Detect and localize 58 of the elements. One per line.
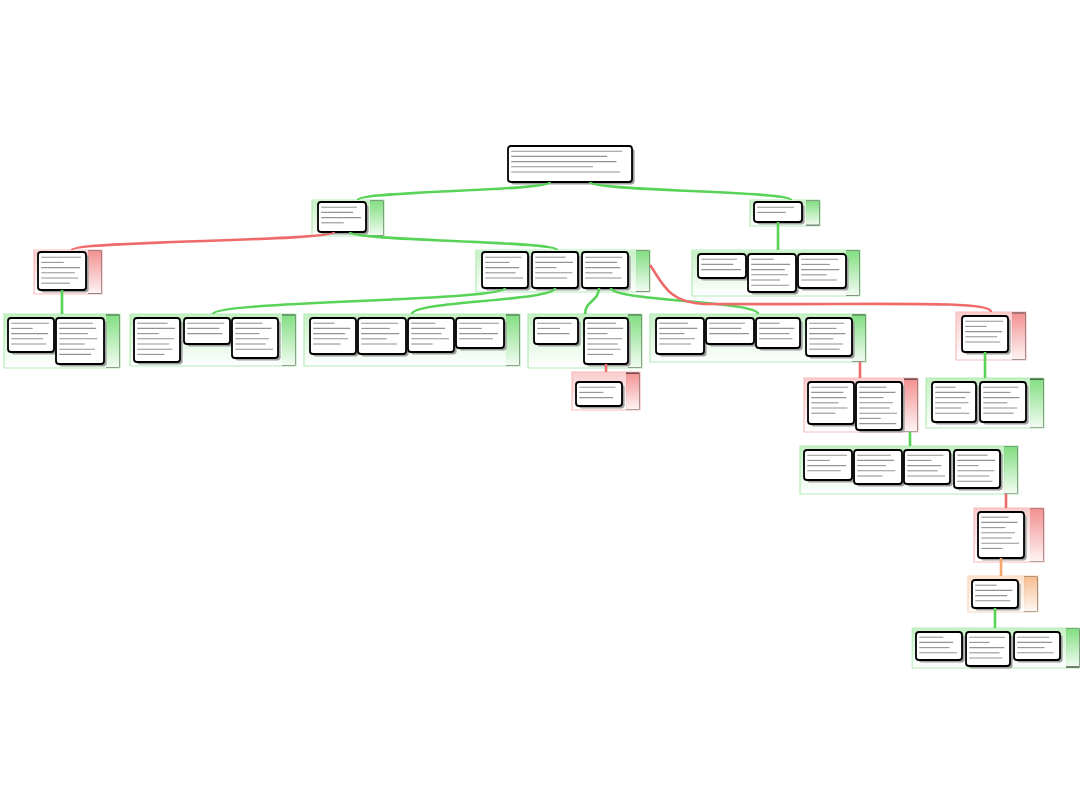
connector [610, 287, 759, 315]
note-box [481, 251, 531, 291]
note-box [807, 381, 857, 427]
note-box [755, 317, 803, 351]
connector [1004, 494, 1008, 508]
note-box [971, 579, 1021, 611]
note-box [965, 631, 1013, 669]
note-box [915, 631, 965, 663]
note-box [309, 317, 359, 357]
connector [648, 264, 992, 313]
note-box [455, 317, 507, 351]
note-box [55, 317, 107, 367]
connector [212, 286, 506, 316]
note-box [705, 317, 757, 347]
note-box [903, 449, 953, 487]
connector [993, 608, 997, 628]
note-box [953, 449, 1003, 491]
connector [349, 230, 558, 252]
note-box [581, 251, 631, 291]
note-box [1013, 631, 1063, 663]
note-box [853, 449, 905, 487]
note-box [931, 381, 979, 425]
note-box [7, 317, 57, 355]
note-box [317, 201, 369, 235]
note-box [697, 253, 749, 281]
note-box [797, 253, 849, 291]
note-box [977, 511, 1027, 561]
connector [589, 180, 792, 202]
note-box [803, 449, 855, 483]
note-box [753, 201, 805, 225]
connector [71, 230, 335, 252]
note-box [231, 317, 281, 361]
connector [411, 287, 556, 315]
connector [908, 432, 912, 446]
note-box [583, 317, 631, 367]
connector [604, 364, 608, 372]
note-box [805, 317, 855, 359]
note-box [531, 251, 581, 291]
note-box [979, 381, 1029, 425]
note-box [961, 315, 1011, 355]
connector [60, 290, 64, 314]
note-box [575, 381, 625, 409]
note-box [655, 317, 707, 357]
note-box [855, 381, 905, 433]
note-box [357, 317, 409, 357]
note-box [133, 317, 183, 365]
note-box [747, 253, 799, 295]
connector [983, 352, 987, 378]
connector [858, 362, 862, 378]
note-box [407, 317, 457, 355]
note-box [183, 317, 233, 347]
note-box [507, 145, 635, 185]
note-box [533, 317, 581, 347]
connector [357, 180, 551, 202]
connector [583, 287, 601, 315]
connector [776, 222, 780, 250]
connector [999, 558, 1003, 576]
note-box [37, 251, 89, 293]
